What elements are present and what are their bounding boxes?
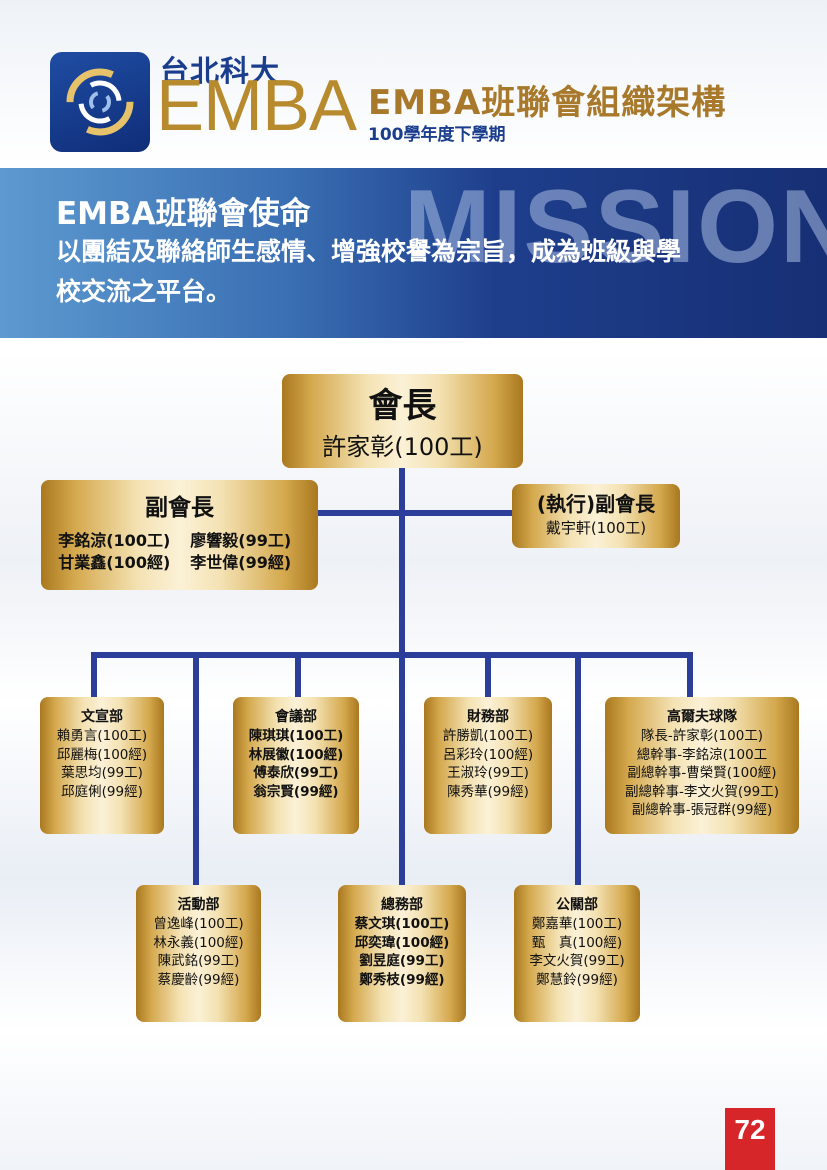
department-title: 公關部	[556, 897, 598, 913]
department-title: 總務部	[381, 897, 423, 913]
department-box-golf: 高爾夫球隊 隊長-許家彰(100工) 總幹事-李銘涼(100工 副總幹事-曹榮賢…	[605, 697, 799, 834]
department-title: 活動部	[177, 897, 220, 913]
department-member: 邱庭俐(99經)	[61, 783, 143, 800]
department-member: 鄭慧鈴(99經)	[536, 971, 618, 988]
department-box-huodong: 活動部 曾逸峰(100工) 林永義(100經) 陳武銘(99工) 蔡慶齡(99經…	[136, 885, 261, 1022]
department-member: 陳秀華(99經)	[447, 783, 529, 800]
mission-banner: MISSION EMBA班聯會使命 以團結及聯絡師生感情、增強校譽為宗旨，成為班…	[0, 168, 827, 338]
header: 台北科大 EMBA EMBA班聯會組織架構 100學年度下學期	[0, 0, 827, 168]
department-member: 陳武銘(99工)	[157, 953, 240, 969]
department-member: 李文火賀(99工)	[529, 953, 625, 969]
department-member: 曾逸峰(100工)	[153, 916, 244, 932]
swirl-logo-icon	[66, 68, 134, 136]
department-title: 高爾夫球隊	[667, 709, 737, 725]
president-name: 許家彰(100工)	[322, 433, 483, 461]
exec-vice-president-box: (執行)副會長 戴宇軒(100工)	[512, 484, 680, 548]
president-title: 會長	[368, 386, 437, 426]
page-title: EMBA班聯會組織架構	[368, 83, 727, 123]
department-member: 甄 真(100經)	[531, 934, 623, 951]
department-member: 陳琪琪(100工)	[248, 728, 344, 744]
department-box-caiwu: 財務部 許勝凱(100工) 呂彩玲(100經) 王淑玲(99工) 陳秀華(99經…	[424, 697, 552, 834]
department-member: 邱奕瑋(100經)	[354, 934, 450, 951]
logo-text-cn: 台北科大	[160, 54, 281, 88]
department-member: 副總幹事-張冠群(99經)	[631, 802, 773, 818]
page-subtitle: 100學年度下學期	[368, 125, 506, 145]
mission-heading: EMBA班聯會使命	[56, 196, 311, 232]
vice-president-name: 李銘涼(100工)	[58, 531, 171, 550]
department-box-zongwu: 總務部 蔡文琪(100工) 邱奕瑋(100經) 劉昱庭(99工) 鄭秀枝(99經…	[338, 885, 466, 1022]
department-member: 許勝凱(100工)	[442, 728, 534, 744]
department-box-huiwu: 會議部 陳琪琪(100工) 林展徽(100經) 傅泰欣(99工) 翁宗賢(99經…	[233, 697, 359, 834]
department-member: 呂彩玲(100經)	[442, 746, 534, 763]
page-number: 72	[725, 1108, 775, 1170]
department-member: 副總幹事-李文火賀(99工)	[624, 783, 780, 800]
department-member: 隊長-許家彰(100工)	[640, 728, 764, 744]
mission-text: 以團結及聯絡師生感情、增強校譽為宗旨，成為班級與學校交流之平台。	[56, 237, 682, 306]
department-box-wenxuan: 文宣部 賴勇言(100工) 邱麗梅(100經) 葉思均(99工) 邱庭俐(99經…	[40, 697, 164, 834]
department-member: 傅泰欣(99工)	[253, 765, 339, 781]
department-member: 王淑玲(99工)	[447, 765, 529, 781]
department-member: 賴勇言(100工)	[56, 728, 148, 744]
department-member: 副總幹事-曹榮賢(100經)	[627, 765, 777, 781]
vice-president-name: 李世偉(99經)	[190, 553, 292, 572]
logo-text-en: EMBA	[156, 66, 357, 146]
logo-badge	[50, 52, 150, 152]
department-member: 邱麗梅(100經)	[56, 746, 148, 763]
vice-president-title: 副會長	[145, 495, 214, 521]
department-member: 鄭嘉華(100工)	[531, 916, 623, 932]
department-title: 財務部	[467, 709, 509, 725]
department-member: 總幹事-李銘涼(100工	[636, 746, 768, 763]
department-member: 劉昱庭(99工)	[359, 953, 445, 969]
department-title: 會議部	[275, 709, 317, 725]
vice-president-name: 廖響毅(99工)	[190, 531, 292, 550]
exec-vice-president-title: (執行)副會長	[536, 492, 656, 516]
department-member: 林展徽(100經)	[248, 746, 344, 763]
mission-watermark: MISSION	[404, 169, 827, 285]
department-box-gongguan: 公關部 鄭嘉華(100工) 甄 真(100經) 李文火賀(99工) 鄭慧鈴(99…	[514, 885, 640, 1022]
president-box: 會長 許家彰(100工)	[282, 374, 523, 468]
vice-president-box: 副會長 李銘涼(100工) 廖響毅(99工) 甘業鑫(100經) 李世偉(99經…	[41, 480, 318, 590]
department-member: 葉思均(99工)	[61, 765, 143, 781]
department-member: 蔡慶齡(99經)	[157, 971, 240, 988]
department-member: 林永義(100經)	[153, 934, 244, 951]
vice-president-name: 甘業鑫(100經)	[58, 553, 171, 572]
department-member: 翁宗賢(99經)	[253, 783, 339, 800]
department-member: 蔡文琪(100工)	[354, 916, 450, 932]
department-title: 文宣部	[81, 709, 123, 725]
department-member: 鄭秀枝(99經)	[359, 971, 445, 988]
exec-vice-president-name: 戴宇軒(100工)	[545, 519, 647, 537]
